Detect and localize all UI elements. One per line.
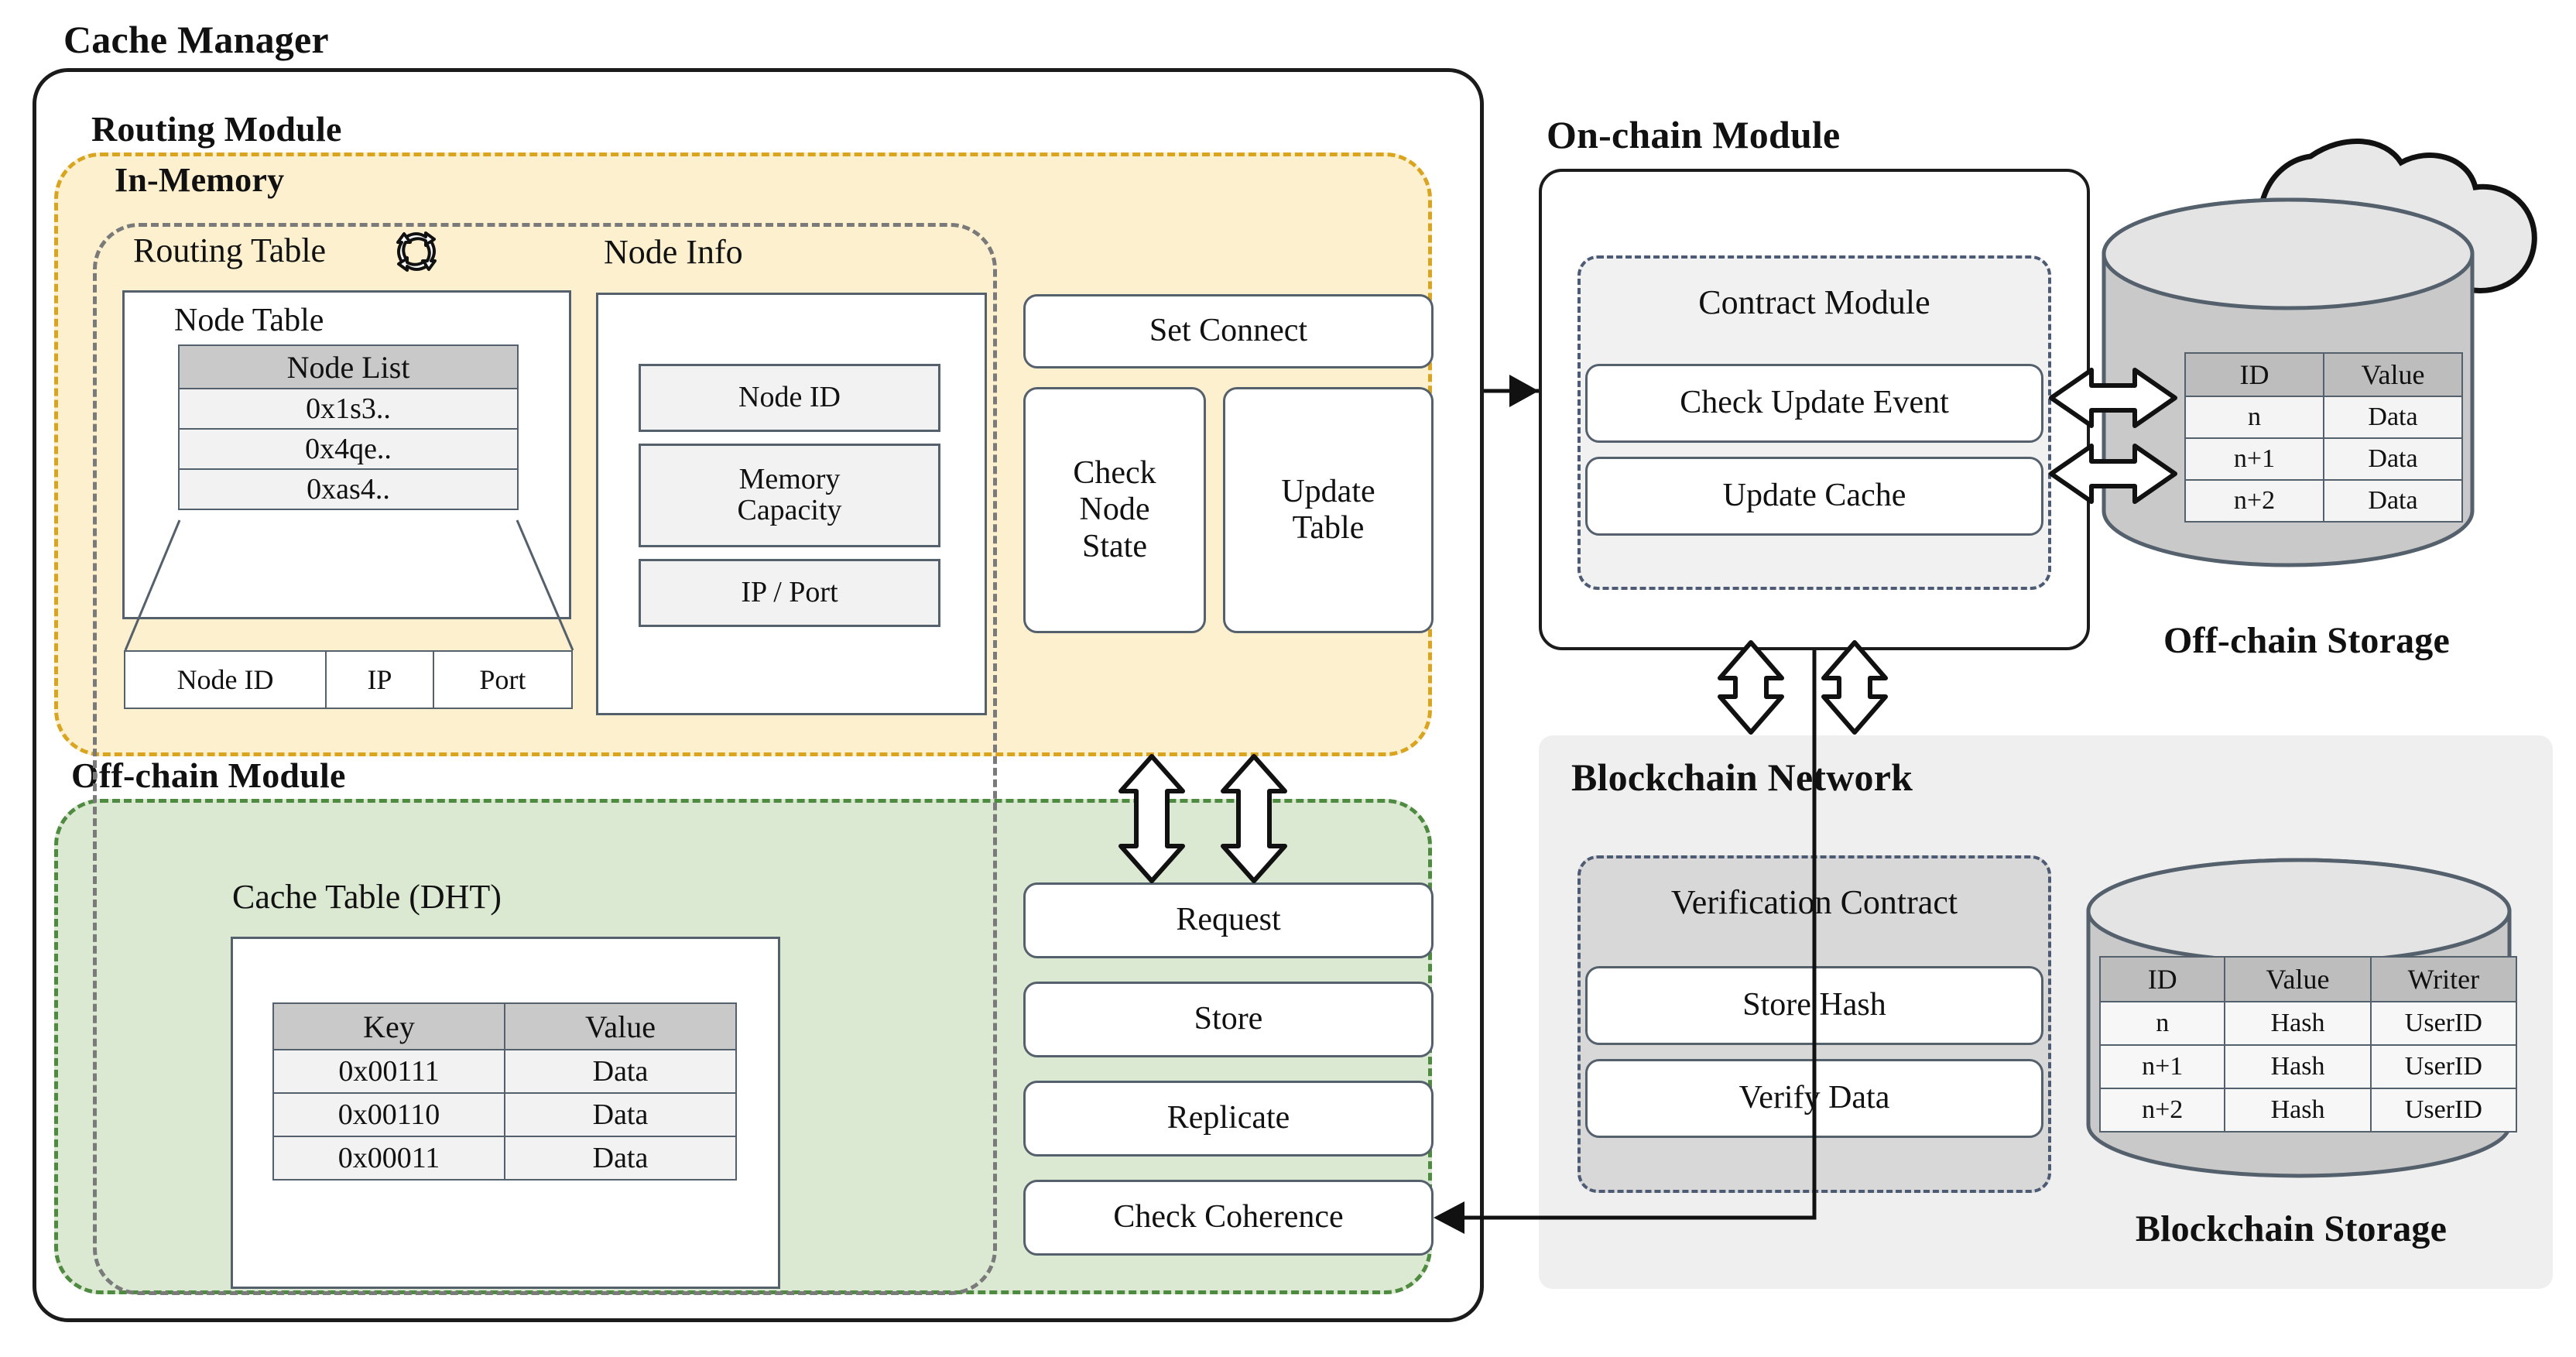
check-node-state-label: Check Node State bbox=[1073, 455, 1156, 564]
table-row: n+1 Data bbox=[2184, 437, 2463, 481]
offchain-col-value: Value bbox=[2323, 352, 2463, 397]
cache-row-value: Data bbox=[504, 1049, 737, 1094]
node-list-table: Node List 0x1s3.. 0x4qe.. 0xas4.. bbox=[178, 344, 519, 510]
node-table-title: Node Table bbox=[174, 303, 324, 338]
table-row: n+2 Data bbox=[2184, 479, 2463, 523]
table-row: n+2 Hash UserID bbox=[2098, 1088, 2518, 1133]
offchain-col-id: ID bbox=[2184, 352, 2324, 397]
table-row: 0x00111 Data bbox=[272, 1049, 737, 1094]
node-list-item: 0x4qe.. bbox=[178, 428, 519, 470]
routing-module-title: Routing Module bbox=[91, 109, 342, 149]
node-list-header: Node List bbox=[178, 344, 519, 389]
update-table-label: Update Table bbox=[1281, 473, 1375, 546]
blockchain-row-value: Hash bbox=[2224, 1088, 2372, 1133]
blockchain-col-writer: Writer bbox=[2369, 956, 2518, 1002]
routing-cache-table-group bbox=[93, 223, 997, 1295]
offchain-row-id: n+2 bbox=[2184, 479, 2324, 523]
page-title: Cache Manager bbox=[63, 18, 329, 61]
node-info-field-memory-capacity-label: Memory Capacity bbox=[737, 463, 842, 526]
offchain-row-value: Data bbox=[2323, 437, 2463, 481]
verification-contract-title: Verification Contract bbox=[1670, 883, 1958, 921]
double-arrow-onchain-blockchain-right bbox=[1821, 640, 1888, 735]
contract-module-title: Contract Module bbox=[1698, 283, 1930, 321]
offchain-row-id: n+1 bbox=[2184, 437, 2324, 481]
replicate-button[interactable]: Replicate bbox=[1023, 1081, 1434, 1157]
node-info-field-ip-port: IP / Port bbox=[639, 559, 940, 627]
blockchain-col-value: Value bbox=[2224, 956, 2372, 1002]
node-detail-col-ip: IP bbox=[325, 650, 434, 709]
node-list-item: 0x1s3.. bbox=[178, 388, 519, 430]
double-arrow-onchain-blockchain-left bbox=[1718, 640, 1784, 735]
set-connect-button[interactable]: Set Connect bbox=[1023, 294, 1434, 368]
cache-table-title: Cache Table (DHT) bbox=[232, 878, 502, 916]
update-cache-button[interactable]: Update Cache bbox=[1585, 457, 2043, 536]
blockchain-row-writer: UserID bbox=[2369, 1001, 2518, 1046]
cache-row-key: 0x00110 bbox=[272, 1092, 505, 1137]
blockchain-row-writer: UserID bbox=[2369, 1088, 2518, 1133]
node-info-field-node-id: Node ID bbox=[639, 364, 940, 432]
in-memory-title: In-Memory bbox=[115, 161, 285, 199]
node-info-field-memory-capacity: Memory Capacity bbox=[639, 444, 940, 547]
update-table-button[interactable]: Update Table bbox=[1223, 387, 1434, 633]
onchain-module-title: On-chain Module bbox=[1547, 113, 1841, 156]
offchain-row-id: n bbox=[2184, 396, 2324, 439]
offchain-row-value: Data bbox=[2323, 396, 2463, 439]
cache-table-col-value: Value bbox=[504, 1002, 737, 1050]
node-list-item: 0xas4.. bbox=[178, 468, 519, 510]
offchain-storage-table: ID Value n Data n+1 Data n+2 Data bbox=[2184, 352, 2463, 523]
table-row: n Hash UserID bbox=[2098, 1001, 2518, 1046]
table-row: n+1 Hash UserID bbox=[2098, 1044, 2518, 1089]
blockchain-row-writer: UserID bbox=[2369, 1044, 2518, 1089]
offchain-module-title: Off-chain Module bbox=[71, 756, 346, 795]
verify-data-button[interactable]: Verify Data bbox=[1585, 1059, 2043, 1138]
check-node-state-button[interactable]: Check Node State bbox=[1023, 387, 1206, 633]
store-hash-button[interactable]: Store Hash bbox=[1585, 966, 2043, 1045]
blockchain-network-title: Blockchain Network bbox=[1571, 756, 1913, 799]
routing-table-title: Routing Table bbox=[133, 231, 327, 269]
cache-table: Key Value 0x00111 Data 0x00110 Data 0x00… bbox=[272, 1002, 737, 1181]
blockchain-storage-table: ID Value Writer n Hash UserID n+1 Hash U… bbox=[2098, 956, 2518, 1133]
cache-table-col-key: Key bbox=[272, 1002, 505, 1050]
table-row: n Data bbox=[2184, 396, 2463, 439]
cache-row-key: 0x00111 bbox=[272, 1049, 505, 1094]
blockchain-row-id: n+2 bbox=[2098, 1088, 2226, 1133]
request-button[interactable]: Request bbox=[1023, 882, 1434, 958]
cache-row-key: 0x00011 bbox=[272, 1136, 505, 1181]
offchain-row-value: Data bbox=[2323, 479, 2463, 523]
node-detail-table: Node ID IP Port bbox=[123, 650, 574, 709]
blockchain-row-id: n+1 bbox=[2098, 1044, 2226, 1089]
table-row: 0x00110 Data bbox=[272, 1092, 737, 1137]
node-info-title: Node Info bbox=[604, 233, 743, 271]
node-detail-col-node-id: Node ID bbox=[123, 650, 327, 709]
check-update-event-button[interactable]: Check Update Event bbox=[1585, 364, 2043, 443]
cache-row-value: Data bbox=[504, 1136, 737, 1181]
check-coherence-button[interactable]: Check Coherence bbox=[1023, 1180, 1434, 1256]
table-row: 0x00011 Data bbox=[272, 1136, 737, 1181]
blockchain-row-id: n bbox=[2098, 1001, 2226, 1046]
recycle-icon bbox=[391, 226, 442, 277]
offchain-storage-label: Off-chain Storage bbox=[2163, 620, 2450, 661]
node-detail-col-port: Port bbox=[432, 650, 574, 709]
blockchain-storage-label: Blockchain Storage bbox=[2135, 1208, 2448, 1249]
blockchain-row-value: Hash bbox=[2224, 1044, 2372, 1089]
cache-row-value: Data bbox=[504, 1092, 737, 1137]
blockchain-row-value: Hash bbox=[2224, 1001, 2372, 1046]
store-button[interactable]: Store bbox=[1023, 982, 1434, 1057]
blockchain-col-id: ID bbox=[2098, 956, 2226, 1002]
